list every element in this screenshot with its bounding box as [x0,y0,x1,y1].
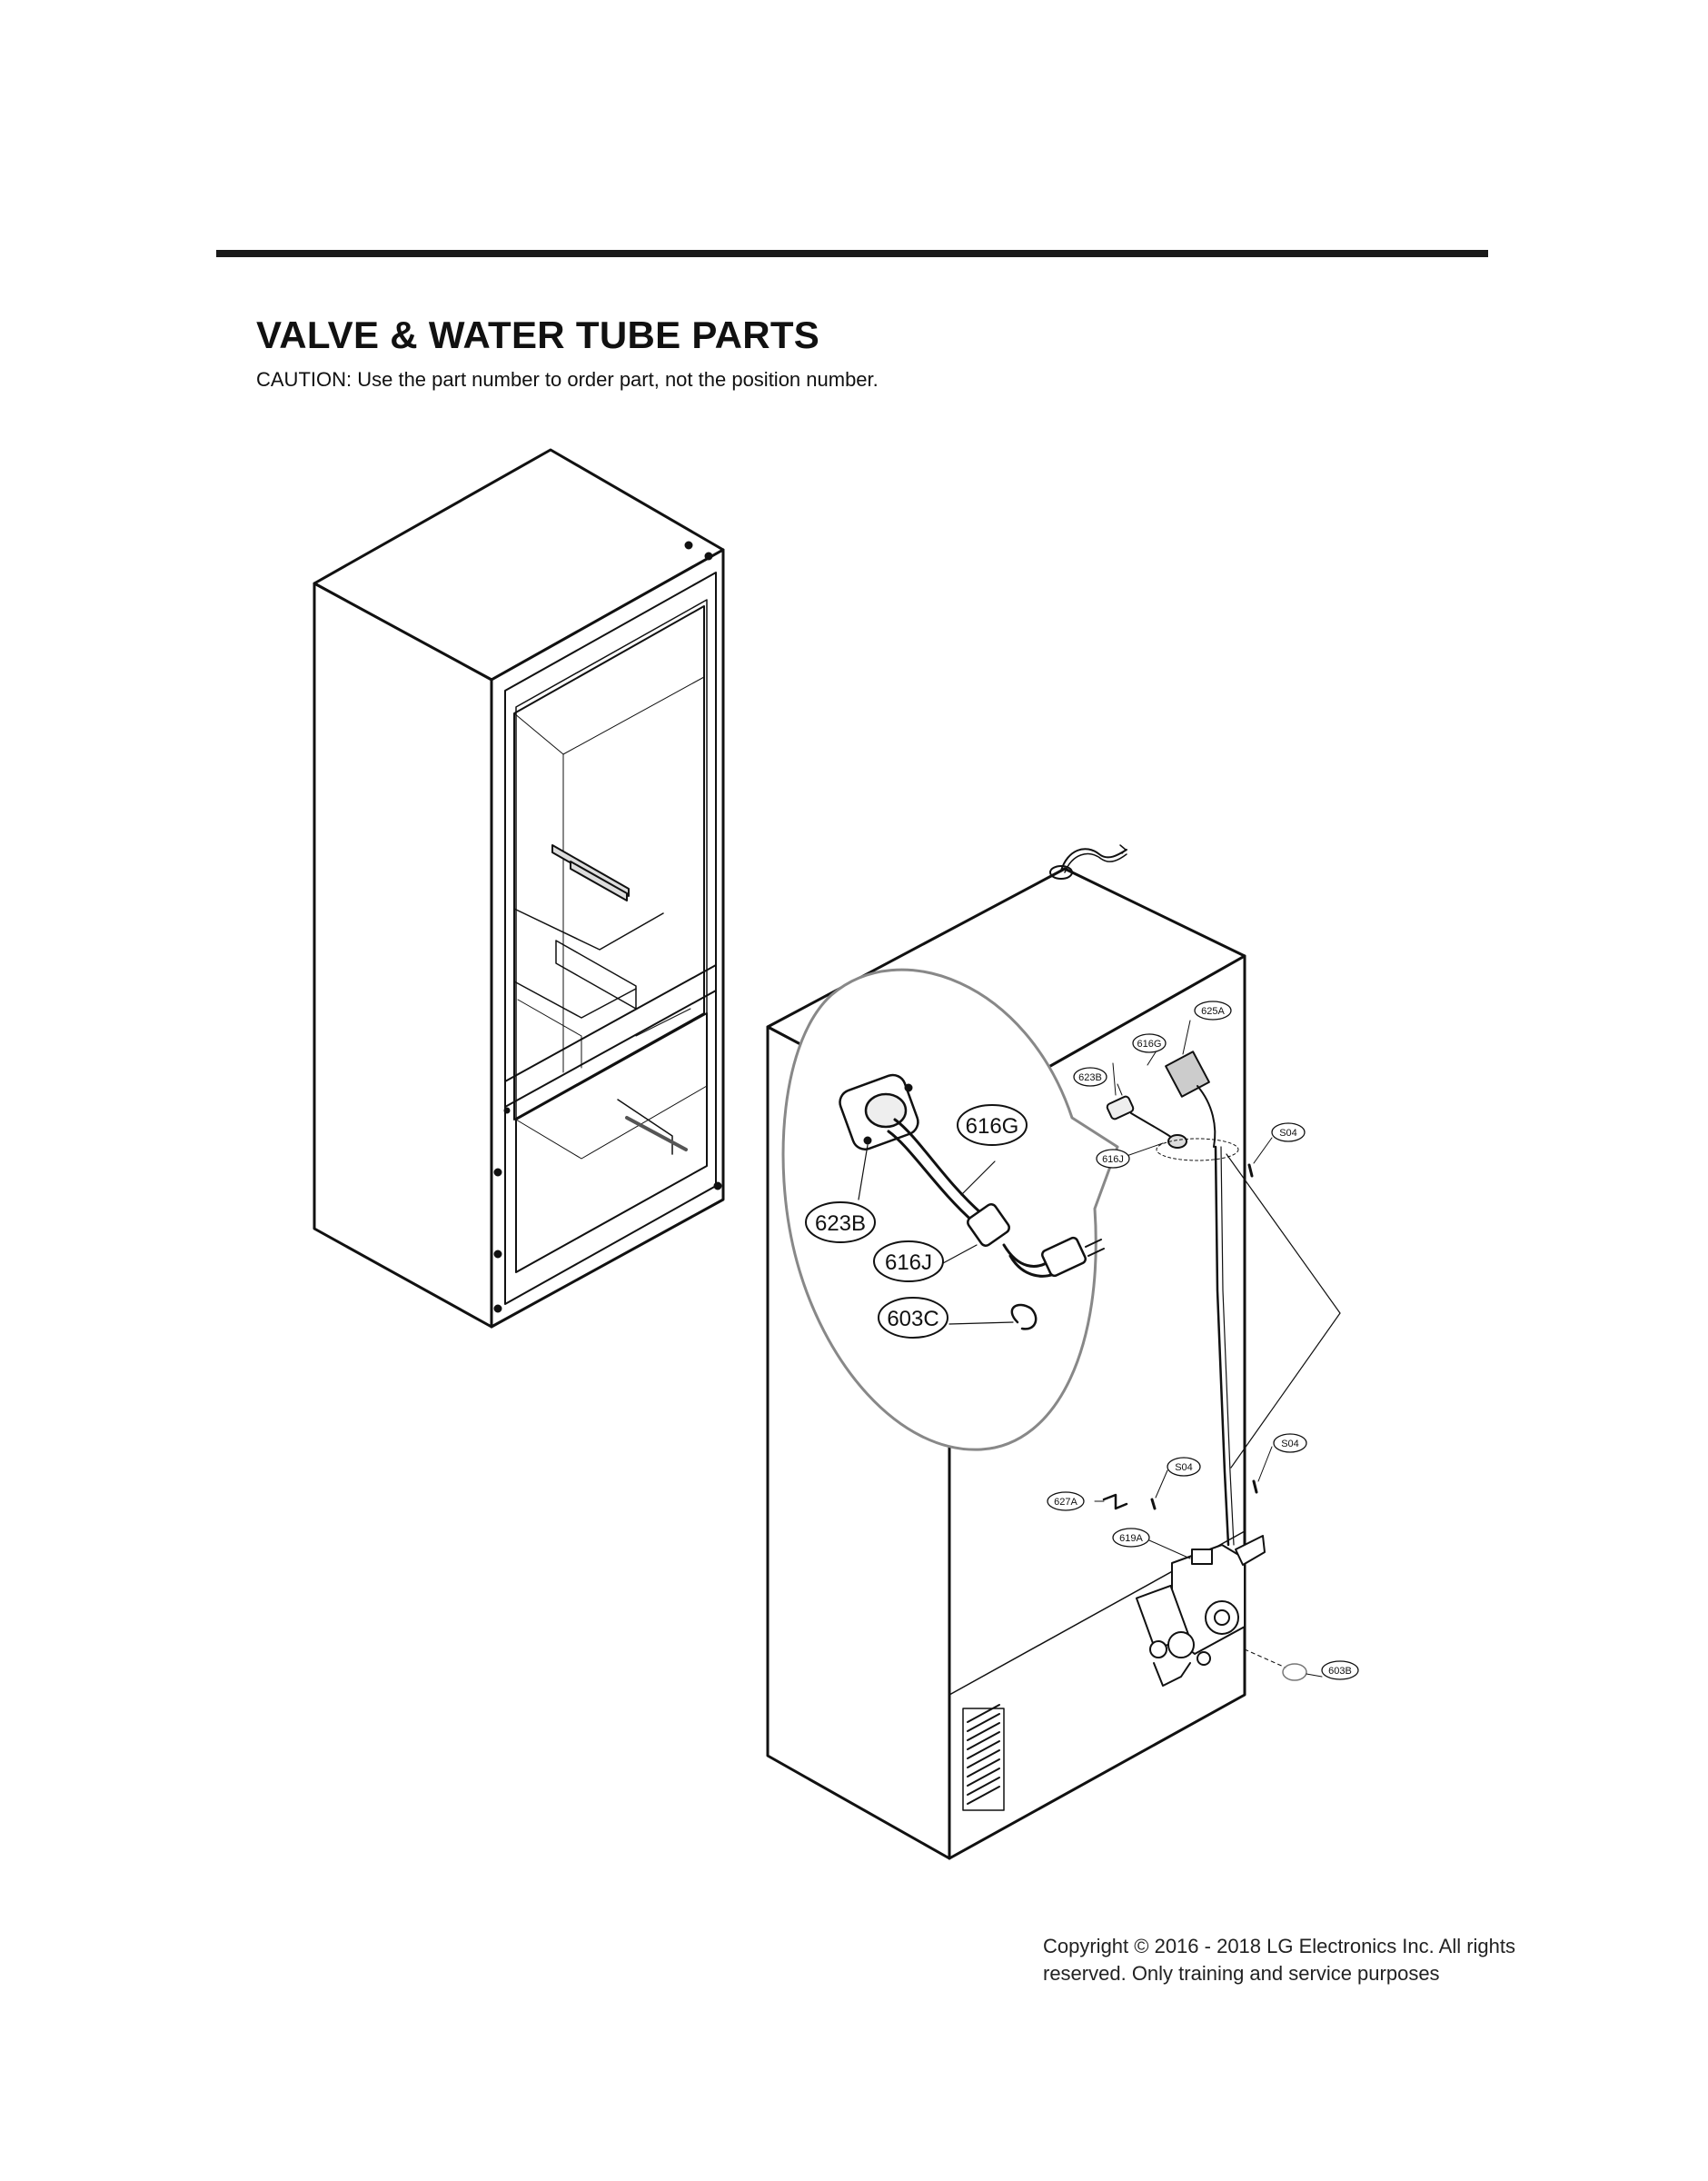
callout-623B-detail: 623B [815,1211,866,1236]
callout-S04-left: S04 [1175,1462,1193,1473]
callout-623B: 623B [1078,1072,1102,1083]
caution-note: CAUTION: Use the part number to order pa… [256,368,879,391]
header-rule [216,250,1488,257]
callout-616G-detail: 616G [966,1114,1019,1139]
page-title: VALVE & WATER TUBE PARTS [256,314,820,356]
callout-S04-top: S04 [1279,1128,1297,1139]
copyright-notice: Copyright © 2016 - 2018 LG Electronics I… [1043,1933,1552,1987]
callout-603B: 603B [1328,1666,1352,1677]
callout-S04-right: S04 [1281,1439,1299,1449]
front-cabinet [313,448,725,1329]
detail-magnifier [781,968,1119,1451]
copyright-line-1: Copyright © 2016 - 2018 LG Electronics I… [1043,1935,1516,1957]
copyright-line-2: reserved. Only training and service purp… [1043,1962,1440,1985]
callout-627A: 627A [1054,1497,1077,1508]
callout-619A: 619A [1119,1533,1143,1544]
callout-616J: 616J [1102,1154,1124,1165]
callout-603C-detail: 603C [887,1307,938,1331]
callout-625A: 625A [1201,1006,1225,1017]
callout-616J-detail: 616J [885,1250,932,1275]
callout-616G: 616G [1137,1039,1162,1050]
